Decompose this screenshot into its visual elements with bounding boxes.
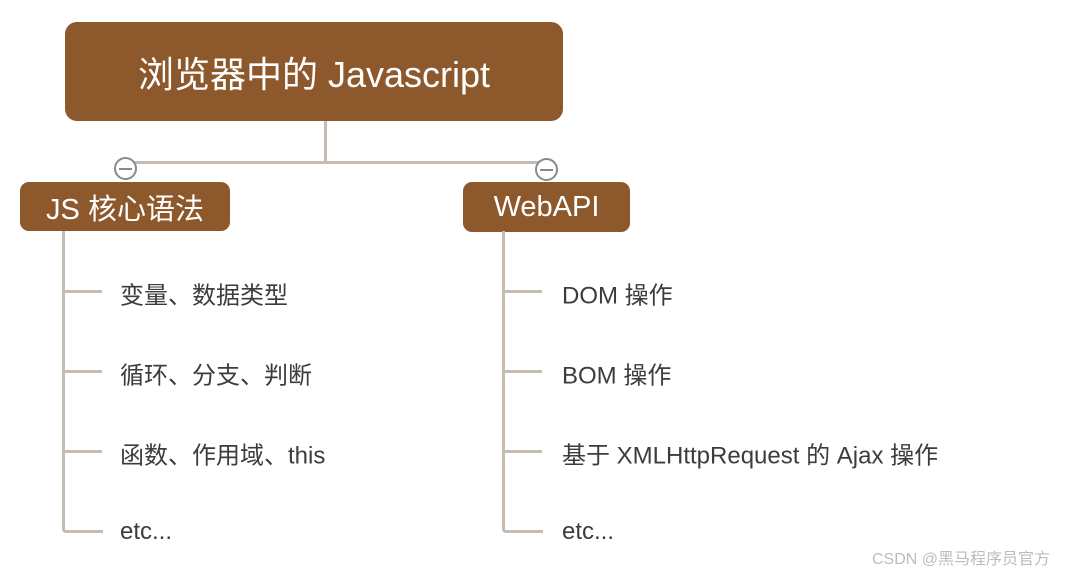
- minus-icon: [119, 167, 132, 170]
- connector-tick: [502, 290, 542, 293]
- leaf-topic[interactable]: BOM 操作: [562, 362, 672, 390]
- branch-topic-js-core[interactable]: JS 核心语法: [20, 182, 230, 231]
- connector-bus-line: [126, 161, 547, 164]
- leaf-topic[interactable]: 变量、数据类型: [120, 282, 288, 310]
- connector-tick: [62, 290, 102, 293]
- branch-topic-webapi[interactable]: WebAPI: [463, 182, 630, 232]
- root-topic[interactable]: 浏览器中的 Javascript: [65, 22, 563, 121]
- leaf-topic[interactable]: 函数、作用域、this: [120, 442, 326, 470]
- connector-tick: [62, 450, 102, 453]
- collapse-button-webapi[interactable]: [535, 158, 558, 181]
- leaf-topic[interactable]: etc...: [120, 518, 173, 545]
- watermark: CSDN @黑马程序员官方: [871, 551, 1050, 568]
- collapse-button-js-core[interactable]: [114, 157, 137, 180]
- leaf-topic[interactable]: 基于 XMLHttpRequest 的 Ajax 操作: [562, 442, 939, 470]
- leaf-topic[interactable]: DOM 操作: [562, 282, 673, 310]
- connector-trunk-js-core: [62, 231, 103, 533]
- connector-tick: [502, 370, 542, 373]
- leaf-topic[interactable]: 循环、分支、判断: [120, 362, 312, 390]
- connector-trunk-webapi: [502, 231, 543, 533]
- minus-icon: [540, 168, 553, 171]
- connector-tick: [62, 370, 102, 373]
- connector-tick: [502, 450, 542, 453]
- leaf-topic[interactable]: etc...: [562, 518, 615, 545]
- connector-root-stub: [324, 121, 327, 162]
